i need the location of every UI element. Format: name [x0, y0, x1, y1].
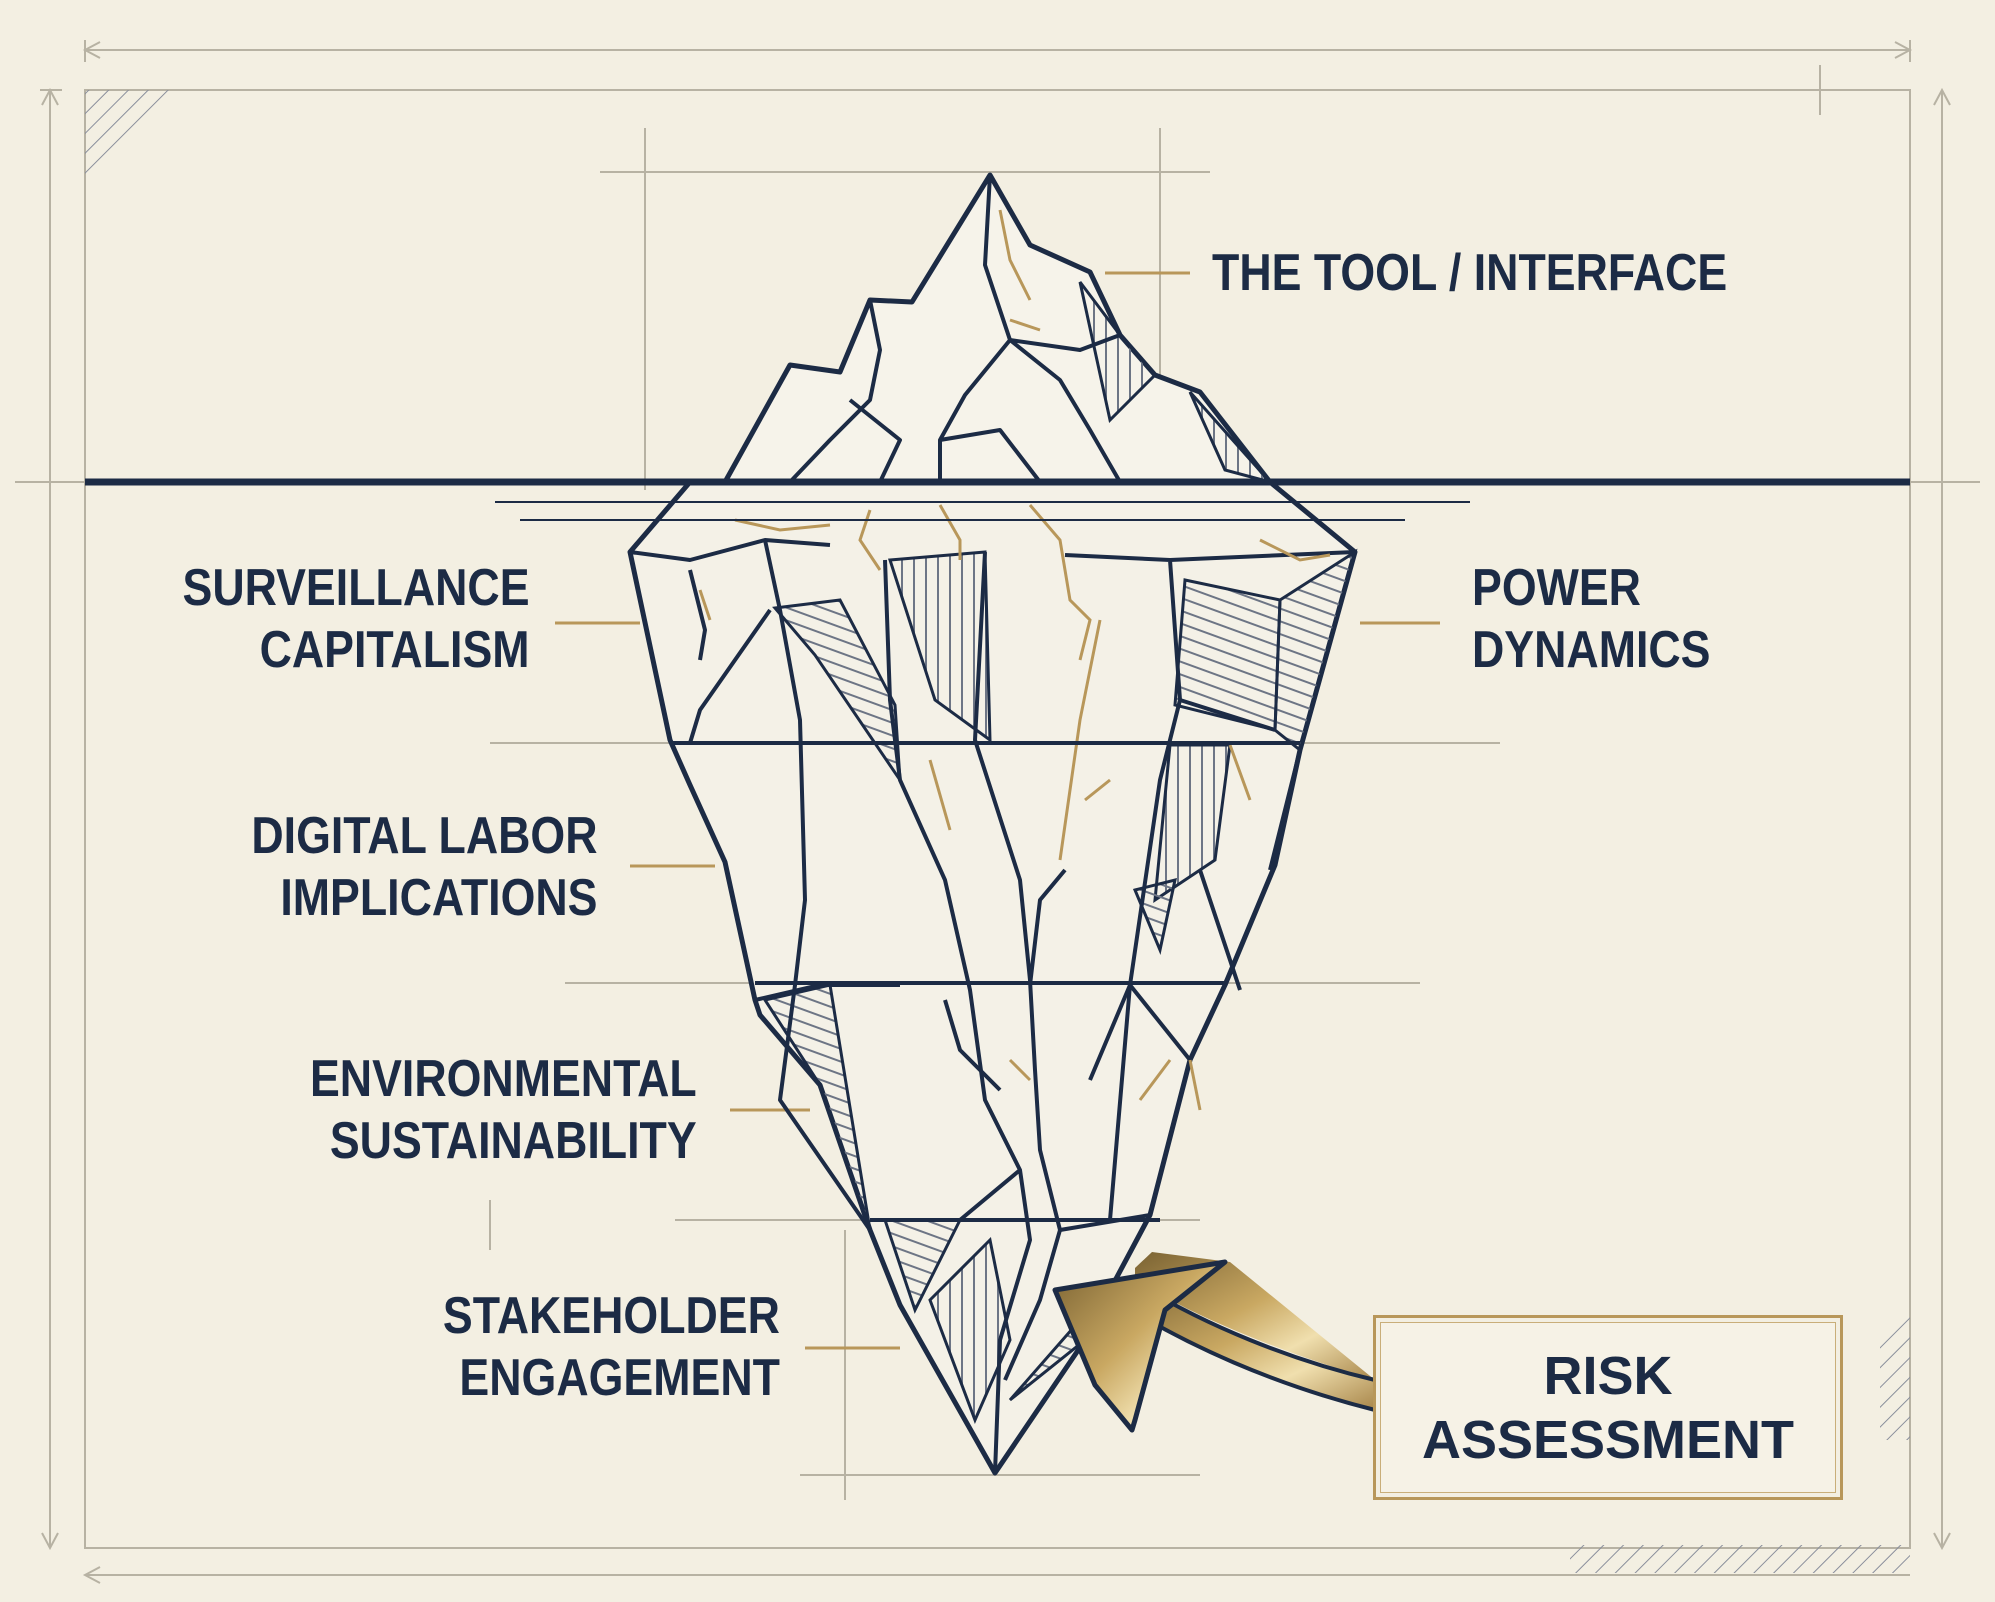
label-tool-interface: THE TOOL / INTERFACE	[1212, 242, 1727, 304]
label-power-dynamics: POWER DYNAMICS	[1472, 557, 1711, 681]
label-digital-labor: DIGITAL LABOR IMPLICATIONS	[251, 805, 597, 929]
label-tool-interface-text: THE TOOL / INTERFACE	[1212, 244, 1728, 302]
iceberg-tip	[722, 172, 1272, 484]
label-labor-line1: DIGITAL LABOR	[250, 807, 597, 865]
label-labor-line2: IMPLICATIONS	[279, 869, 597, 927]
gold-cracks	[698, 209, 1331, 1111]
risk-line2: ASSESSMENT	[1421, 1409, 1795, 1470]
water-ripples	[495, 501, 1470, 521]
iceberg-facets	[762, 281, 1358, 1424]
leader-lines	[555, 271, 1440, 1350]
label-environment-line1: ENVIRONMENTAL	[310, 1050, 697, 1108]
corner-hatch-marks	[85, 90, 1910, 1573]
label-power-line1: POWER	[1472, 559, 1641, 617]
risk-arrow	[1052, 1252, 1377, 1433]
label-surveillance-capitalism: SURVEILLANCE CAPITALISM	[183, 557, 530, 681]
layer-lines	[670, 741, 1300, 1222]
label-surveillance-line1: SURVEILLANCE	[182, 559, 530, 617]
label-power-line2: DYNAMICS	[1472, 621, 1711, 679]
label-stakeholder-line2: ENGAGEMENT	[459, 1349, 780, 1407]
label-stakeholder-engagement: STAKEHOLDER ENGAGEMENT	[443, 1285, 780, 1409]
label-surveillance-line2: CAPITALISM	[260, 621, 530, 679]
iceberg-cracks	[629, 174, 1356, 1474]
risk-assessment-callout: RISK ASSESSMENT	[1373, 1315, 1843, 1500]
risk-line1: RISK	[1543, 1345, 1673, 1406]
label-environmental-sustainability: ENVIRONMENTAL SUSTAINABILITY	[310, 1048, 697, 1172]
label-environment-line2: SUSTAINABILITY	[330, 1112, 697, 1170]
label-stakeholder-line1: STAKEHOLDER	[442, 1287, 780, 1345]
